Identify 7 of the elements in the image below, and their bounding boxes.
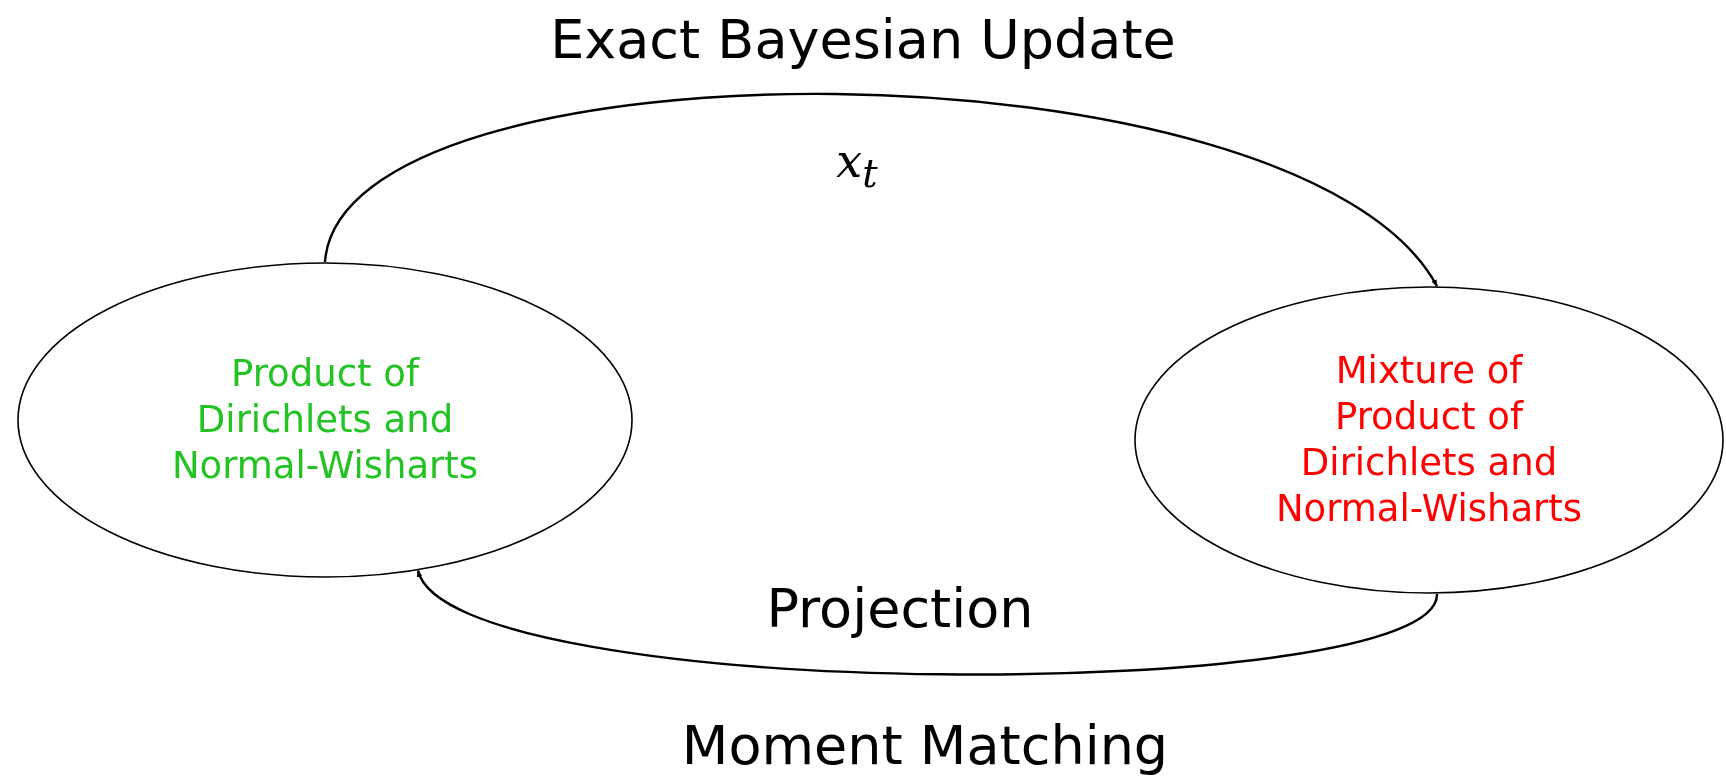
node-text: Product of Dirichlets and Normal-Wisharts — [170, 350, 480, 490]
title: Exact Bayesian Update — [550, 8, 1176, 71]
ellipse-node — [1134, 286, 1724, 594]
node-text: Mixture of Product of Dirichlets and Normal-Wisharts — [1274, 347, 1584, 533]
curved-arrow — [323, 92, 1438, 287]
ellipse-node — [17, 262, 633, 578]
annotation-text: Moment Matching — [681, 713, 1169, 777]
